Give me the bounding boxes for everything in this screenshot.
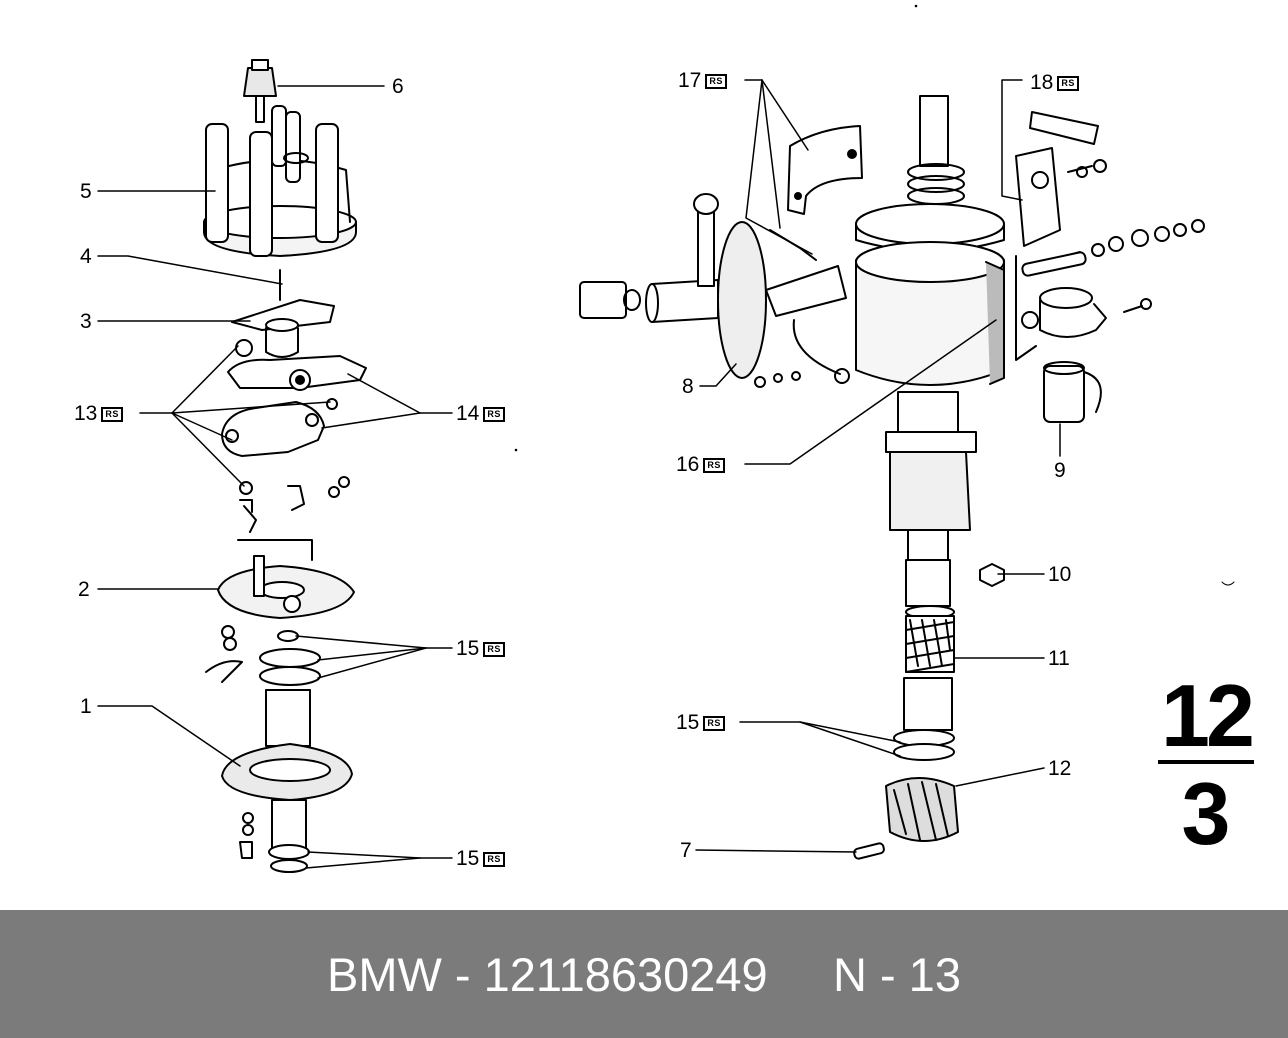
bracket-set-part [1015, 111, 1205, 361]
callout-10: 10 [1048, 564, 1071, 585]
distributor-exploded-drawing [97, 4, 1235, 873]
rotor-part [231, 269, 335, 358]
washers-upper-part [205, 625, 321, 686]
rs-badge: RS [703, 457, 725, 473]
leader-lines-right [695, 79, 1061, 853]
callout-number: 16 [676, 453, 700, 476]
callout-number: 15 [456, 847, 480, 870]
callout-number: 13 [74, 402, 98, 425]
callout-7: 7 [680, 840, 692, 861]
spring-part [903, 605, 955, 731]
leader-lines-left [97, 85, 453, 869]
callout-number: 9 [1054, 459, 1066, 482]
callout-2: 2 [78, 579, 90, 600]
callout-number: 7 [680, 839, 692, 862]
group-number: 12 3 [1158, 666, 1255, 863]
distributor-housing-part [855, 95, 1005, 607]
vacuum-unit-part [579, 193, 850, 388]
callout-11: 11 [1048, 648, 1070, 669]
callout-number: 14 [456, 402, 480, 425]
callout-number: 12 [1048, 757, 1072, 780]
callout-12: 12 [1048, 758, 1071, 779]
callout-number: 3 [80, 310, 92, 333]
contact-breaker-part [221, 339, 367, 513]
callout-number: 11 [1048, 647, 1070, 670]
callout-number: 17 [678, 69, 702, 92]
breaker-plate-part [217, 555, 355, 619]
clamp-clip-part [787, 125, 863, 215]
callout-number: 15 [456, 637, 480, 660]
callout-8: 8 [682, 376, 694, 397]
callout-number: 4 [80, 245, 92, 268]
callout-number: 2 [78, 578, 90, 601]
callout-5: 5 [80, 181, 92, 202]
group-number-top: 12 [1161, 666, 1255, 765]
callout-number: 18 [1030, 71, 1054, 94]
callout-number: 6 [392, 75, 404, 98]
callout-number: 10 [1048, 563, 1072, 586]
drive-gear-part [885, 777, 959, 842]
footer-part-number-text: BMW - 12118630249 N - 13 [327, 947, 961, 1001]
capacitor-part [1043, 361, 1102, 423]
pin-part [853, 842, 885, 860]
rs-badge: RS [705, 73, 727, 89]
group-number-bottom: 3 [1181, 764, 1231, 863]
callout-3: 3 [80, 311, 92, 332]
distributor-shaft-part [221, 689, 353, 873]
footer-bar: BMW - 12118630249 N - 13 [0, 910, 1288, 1038]
rs-badge: RS [483, 851, 505, 867]
rs-badge: RS [483, 641, 505, 657]
rs-badge: RS [101, 406, 123, 422]
callout-number: 5 [80, 180, 92, 203]
callout-number: 15 [676, 711, 700, 734]
washers-right-part [893, 729, 955, 761]
callout-6: 6 [392, 76, 404, 97]
small-fasteners-part [237, 476, 350, 561]
rs-badge: RS [703, 715, 725, 731]
callout-number: 8 [682, 375, 694, 398]
group-number-divider [1158, 760, 1254, 764]
rs-badge: RS [483, 406, 505, 422]
distributor-cap-part [203, 105, 357, 257]
callout-9: 9 [1054, 460, 1066, 481]
callout-number: 1 [80, 695, 92, 718]
rs-badge: RS [1057, 75, 1079, 91]
suppressor-cap-part [243, 59, 277, 123]
callout-4: 4 [80, 246, 92, 267]
scan-specks [514, 4, 1235, 586]
callout-1: 1 [80, 696, 92, 717]
nut-part [979, 563, 1005, 587]
